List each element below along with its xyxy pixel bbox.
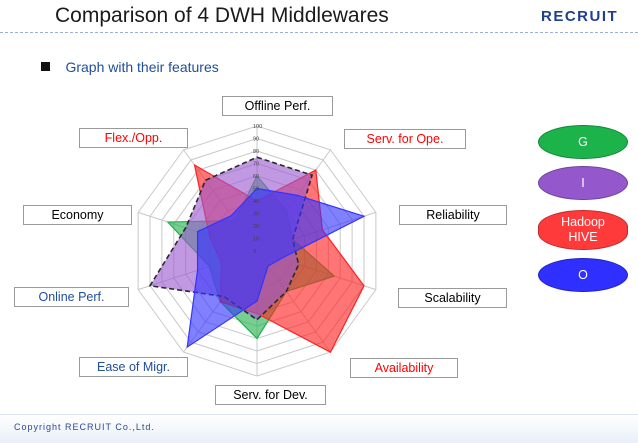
legend-item-i: I	[538, 166, 628, 200]
axis-label-serv-for-ope: Serv. for Ope.	[344, 129, 466, 149]
bullet-text: Graph with their features	[65, 58, 219, 75]
tick-label: 60	[253, 174, 259, 180]
tick-label: 10	[253, 237, 259, 243]
axis-label-online-perf: Online Perf.	[14, 287, 129, 307]
tick-label: 0	[253, 249, 256, 255]
tick-label: 40	[253, 199, 259, 205]
slide-title: Comparison of 4 DWH Middlewares	[55, 4, 389, 27]
tick-label: 70	[253, 162, 259, 168]
axis-label-economy: Economy	[23, 205, 132, 225]
axis-label-availability: Availability	[350, 358, 458, 378]
axis-label-flex-opp: Flex./Opp.	[79, 128, 188, 148]
copyright-text: Copyright RECRUIT Co.,Ltd.	[14, 422, 155, 432]
bullet-item: Graph with their features	[41, 58, 219, 76]
tick-label: 90	[253, 137, 259, 143]
axis-label-offline-perf: Offline Perf.	[222, 96, 333, 116]
legend-item-g: G	[538, 125, 628, 159]
brand-logo: RECRUIT	[541, 8, 619, 25]
tick-label: 100	[253, 124, 262, 130]
legend-item-hadoop-hive: Hadoop HIVE	[538, 210, 628, 250]
footer-band	[0, 414, 638, 443]
legend-item-o: O	[538, 258, 628, 292]
tick-label: 50	[253, 187, 259, 193]
axis-label-reliability: Reliability	[399, 205, 507, 225]
header-divider	[0, 32, 638, 33]
axis-label-serv-for-dev: Serv. for Dev.	[215, 385, 326, 405]
axis-label-ease-of-migr: Ease of Migr.	[79, 357, 188, 377]
tick-label: 30	[253, 212, 259, 218]
tick-label: 20	[253, 224, 259, 230]
tick-label: 80	[253, 149, 259, 155]
series-polygon	[186, 187, 366, 349]
square-bullet-icon	[41, 62, 50, 72]
axis-label-scalability: Scalability	[398, 288, 507, 308]
